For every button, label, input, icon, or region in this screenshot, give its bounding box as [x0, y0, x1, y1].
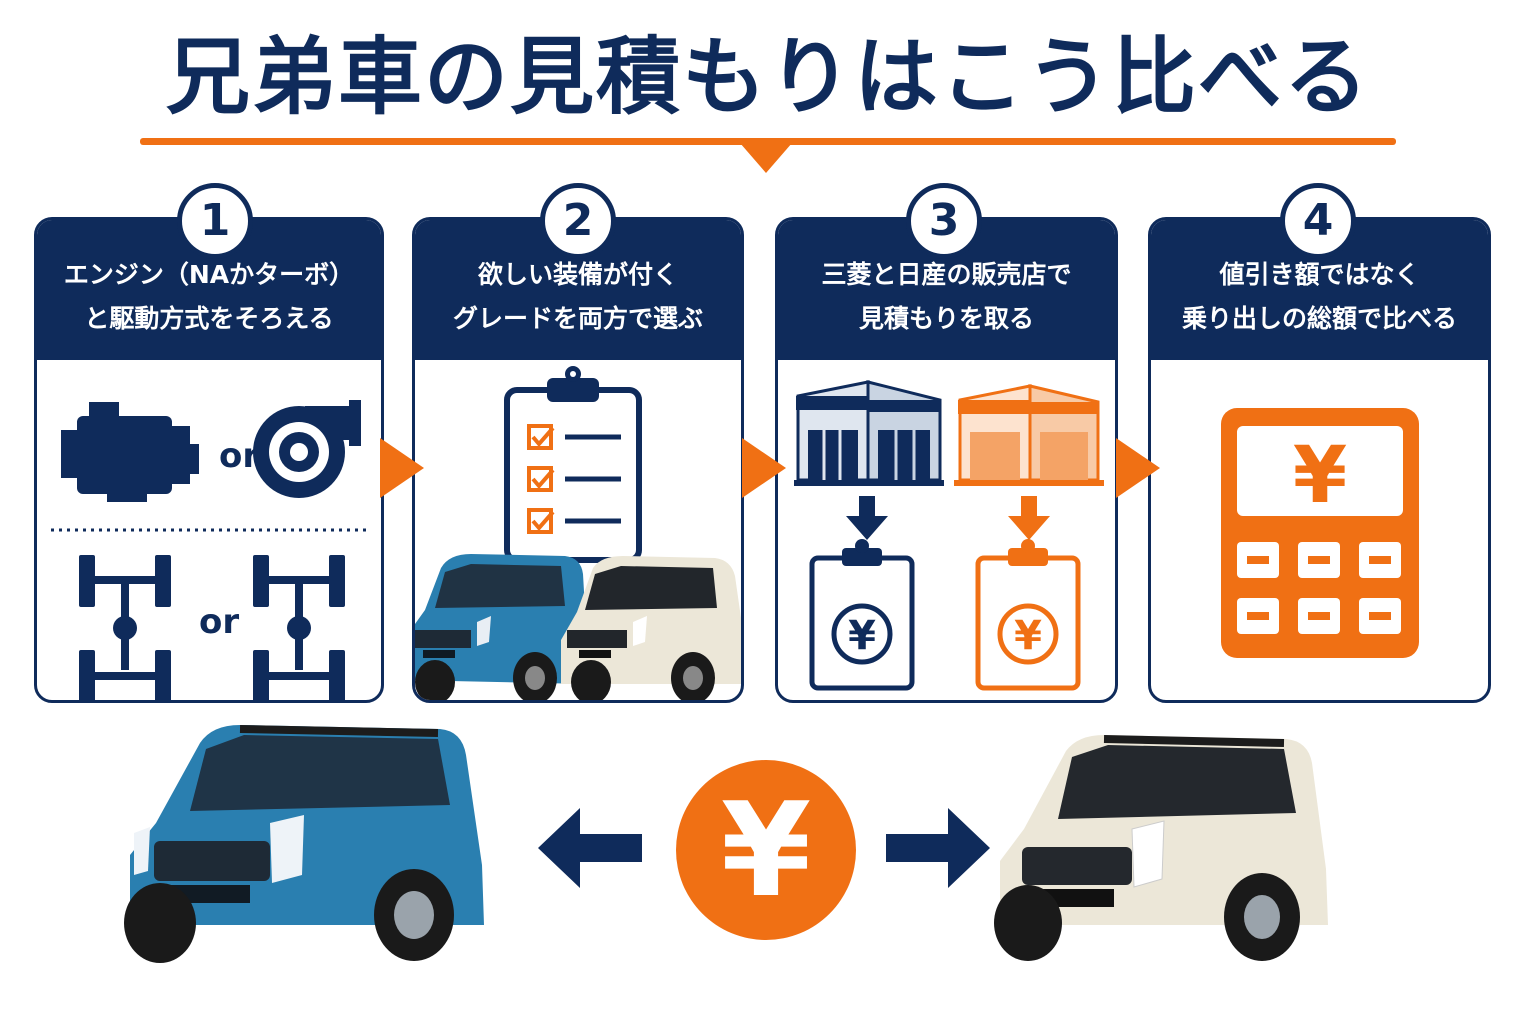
step-1-body: or or [37, 360, 381, 700]
step-1-card: エンジン（NAかターボ） と駆動方式をそろえる or [34, 217, 384, 703]
turbo-icon [253, 400, 361, 498]
engine-icon [61, 402, 199, 502]
checklist-clipboard-icon [504, 366, 642, 563]
2wd-drivetrain-icon [79, 555, 171, 700]
step-4-text: 値引き額ではなく 乗り出しの総額で比べる [1181, 260, 1457, 333]
estimate-clipboard-icon: ¥ [809, 539, 915, 691]
step-3-text: 三菱と日産の販売店で 見積もりを取る [821, 260, 1072, 333]
step-4-number: 4 [1280, 183, 1356, 259]
flow-arrow-2 [742, 438, 786, 498]
step-2-card: 欲しい装備が付く グレードを両方で選ぶ [412, 217, 744, 703]
blue-car [124, 725, 484, 963]
flow-arrow-1 [380, 438, 424, 498]
page-title: 兄弟車の見積もりはこう比べる [165, 28, 1370, 126]
step-3-card: 三菱と日産の販売店で 見積もりを取る [775, 217, 1118, 703]
4wd-drivetrain-icon [253, 555, 345, 700]
step-3-number: 3 [906, 183, 982, 259]
yen-symbol-a: ¥ [848, 613, 876, 659]
title-underline-notch [740, 143, 792, 173]
step-4-header: 値引き額ではなく 乗り出しの総額で比べる [1151, 220, 1488, 360]
or-label-drivetrain: or [199, 602, 239, 642]
calculator-yen: ¥ [1293, 431, 1347, 521]
yen-symbol-b: ¥ [1014, 613, 1042, 659]
right-arrow-icon [886, 808, 990, 888]
or-label-engine: or [219, 436, 259, 476]
flow-arrow-3 [1116, 438, 1160, 498]
down-arrow-icon [846, 496, 888, 540]
estimate-clipboard-icon: ¥ [975, 539, 1081, 691]
step-1-number: 1 [177, 183, 253, 259]
step-2-number: 2 [540, 183, 616, 259]
blue-car [415, 554, 587, 700]
title-underline [140, 138, 1396, 145]
cream-car [994, 735, 1328, 961]
dealer-building-icon [954, 384, 1104, 486]
step-2-text: 欲しい装備が付く グレードを両方で選ぶ [452, 260, 703, 333]
down-arrow-icon [1008, 496, 1050, 540]
left-arrow-icon [538, 808, 642, 888]
step-1-header: エンジン（NAかターボ） と駆動方式をそろえる [37, 220, 381, 360]
step-4-card: 値引き額ではなく 乗り出しの総額で比べる ¥ [1148, 217, 1491, 703]
yen-circle: ¥ [676, 760, 856, 940]
step-1-text: エンジン（NAかターボ） と駆動方式をそろえる [63, 260, 355, 333]
step-4-body: ¥ [1151, 360, 1488, 700]
step-2-body [415, 360, 741, 700]
calculator-icon: ¥ [1221, 408, 1419, 658]
dealer-building-icon [794, 380, 944, 486]
step-3-body: ¥ ¥ [778, 360, 1115, 700]
cream-car [561, 556, 741, 700]
